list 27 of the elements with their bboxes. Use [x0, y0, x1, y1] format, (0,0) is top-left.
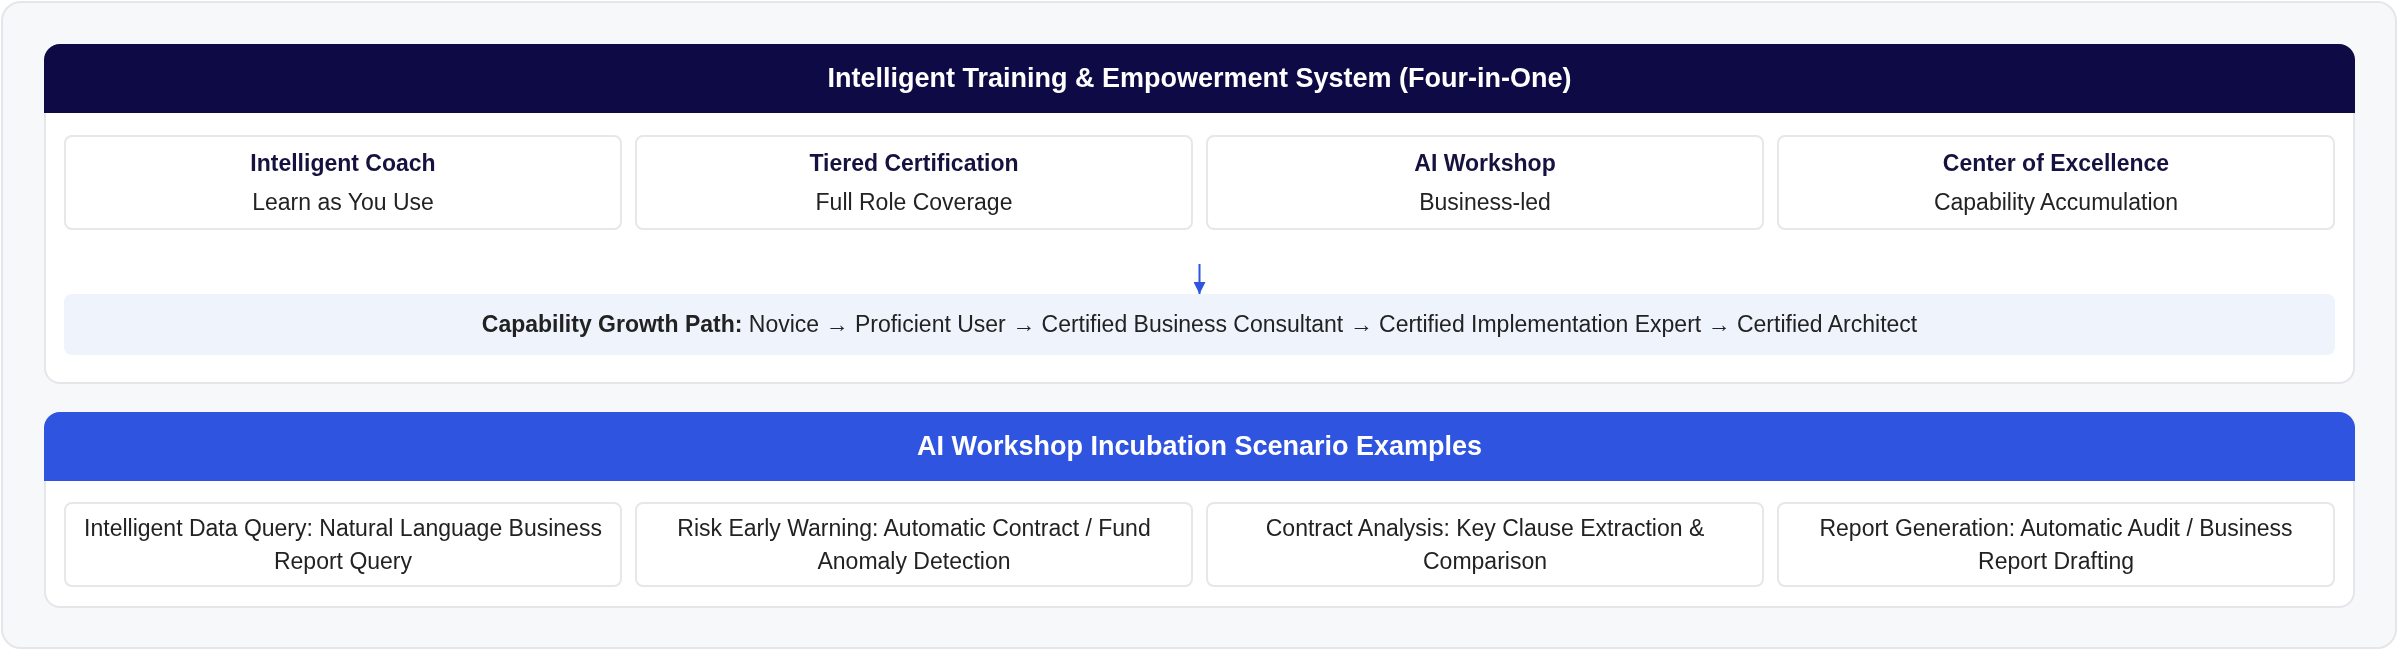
card-title: Tiered Certification — [809, 149, 1019, 177]
card-title: Intelligent Coach — [250, 149, 436, 177]
scenario-text: Risk Early Warning: Automatic Contract / Fund Anomaly Detection — [676, 514, 1152, 576]
scenario-text: Report Generation: Automatic Audit / Business Report Drafting — [1818, 514, 2294, 576]
scenario-text: Contract Analysis: Key Clause Extraction & Comparison — [1264, 514, 1706, 576]
scenario-text: Intelligent Data Query: Natural Language Business Report Query — [83, 514, 603, 576]
card-title: AI Workshop — [1414, 149, 1556, 177]
scenario-card — [1206, 502, 1764, 587]
growth-path-band — [64, 294, 2335, 355]
section-panel — [44, 44, 2355, 384]
card-title: Center of Excellence — [1942, 149, 2170, 177]
scenario-card — [1777, 502, 2335, 587]
arrow — [1193, 263, 1206, 295]
scenario-card — [64, 502, 622, 587]
feature-card — [1206, 135, 1764, 230]
feature-card — [64, 135, 622, 230]
feature-card — [1777, 135, 2335, 230]
scenario-card — [635, 502, 1193, 587]
section-header: AI Workshop Incubation Scenario Examples — [44, 412, 2355, 481]
feature-card — [635, 135, 1193, 230]
section-header: Intelligent Training & Empowerment System (Four-in-One) — [44, 44, 2355, 113]
card-subtitle: Business-led — [1419, 188, 1551, 216]
card-subtitle: Capability Accumulation — [1933, 188, 2179, 216]
card-subtitle: Learn as You Use — [252, 188, 434, 216]
card-subtitle: Full Role Coverage — [815, 188, 1013, 216]
section-panel — [44, 412, 2355, 608]
growth-path-text: Capability Growth Path: Novice → Proficient User → Certified Business Consultant → Certified Implementation Expert → Certified Architect — [481, 311, 1918, 338]
